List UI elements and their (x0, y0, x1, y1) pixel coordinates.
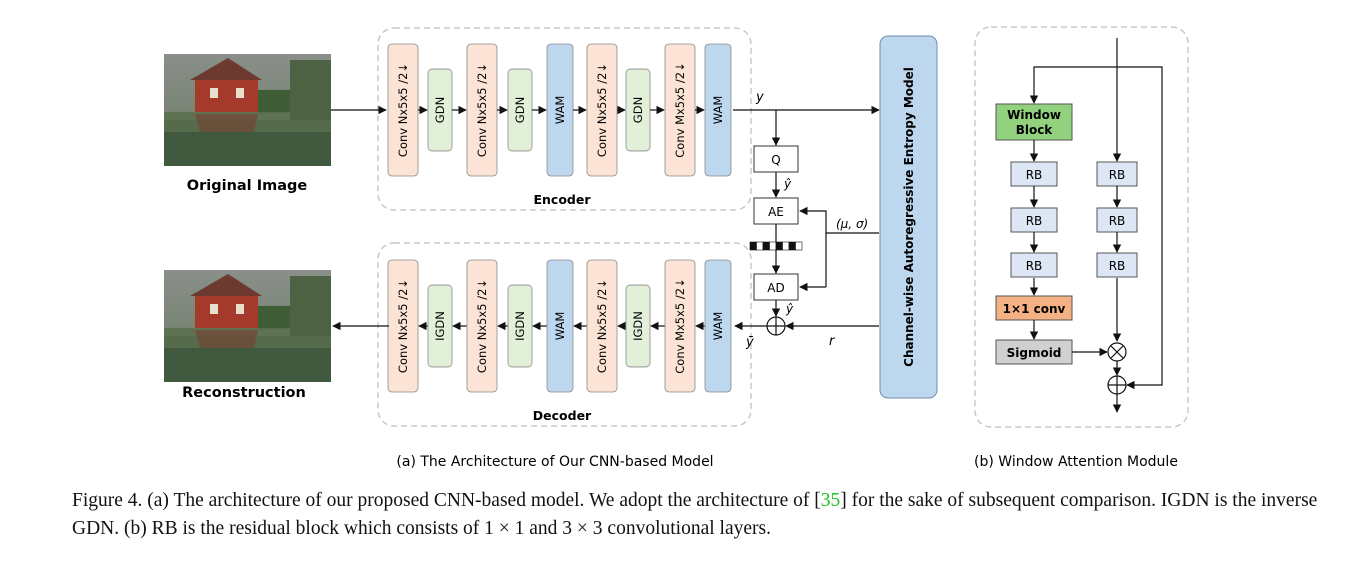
caption-reference-link[interactable]: 35 (820, 490, 841, 511)
original-image-label: Original Image (187, 178, 308, 194)
decoder-block-3 (466, 259, 498, 393)
bitstream-icon (749, 241, 803, 251)
rb-stack-right: RB RB RB (1096, 161, 1138, 278)
left-rb-block-3 (1010, 252, 1058, 278)
reconstruction-image (164, 270, 331, 382)
r-label: r (829, 334, 836, 349)
encoder-block-label-2: GDN (433, 97, 447, 123)
decoder-block-label-1: Conv Nx5x5 /2↓ (396, 279, 410, 373)
bitstream-cell (762, 241, 770, 251)
musigma-to-ae-arrow (799, 206, 827, 233)
left-rb-label-2: RB (1026, 214, 1043, 228)
ybar-label: ȳ (745, 335, 754, 350)
decoder-block-9 (704, 259, 732, 393)
bitstream-cell (795, 241, 803, 251)
decoder-block-label-9: WAM (711, 312, 725, 341)
multiply-node-icon (1107, 342, 1127, 362)
caption-part2: ] for the sake of subsequent comparison.… (72, 490, 1318, 539)
bitstream-cell (782, 241, 790, 251)
decoder-block-4 (507, 284, 533, 368)
bitstream-cell (756, 241, 764, 251)
q-label: Q (771, 153, 780, 167)
window-block-line1: Window (1007, 108, 1061, 122)
musigma-line (825, 232, 879, 287)
encoder-block-label-9: WAM (711, 96, 725, 125)
decoder-blocks: Conv Nx5x5 /2↓ IGDN Conv Nx5x5 /2↓ IGDN WAM C… (387, 259, 732, 393)
left-rb-label-1: RB (1026, 168, 1043, 182)
y-label: y (755, 90, 764, 105)
encoder-block-label-7: GDN (631, 97, 645, 123)
wam-branch-left (1029, 66, 1117, 104)
decoder-block-label-5: WAM (553, 312, 567, 341)
bitstream-cell (769, 241, 777, 251)
right-rb-block-3 (1096, 252, 1138, 278)
decoder-block-8 (664, 259, 696, 393)
right-rb-label-1: RB (1109, 168, 1126, 182)
decoder-block-2 (427, 284, 453, 368)
wam-container (974, 26, 1189, 428)
right-rb-block-1 (1096, 161, 1138, 187)
sigmoid-label: Sigmoid (1007, 346, 1062, 360)
encoder-block-label-8: Conv Mx5x5 /2↓ (673, 62, 687, 157)
entropy-model-label: Channel-wise Autoregressive Entropy Mode… (902, 67, 916, 367)
subcaption-a: (a) The Architecture of Our CNN-based Mo… (396, 454, 713, 470)
sigmoid-block (995, 339, 1073, 365)
decoder-block-label-2: IGDN (433, 311, 447, 341)
encoder-block-label-4: GDN (513, 97, 527, 123)
encoder-block-label-1: Conv Nx5x5 /2↓ (396, 63, 410, 157)
yhat-label: ŷ (783, 177, 792, 191)
encoder-container (377, 27, 752, 211)
sum-node-icon (766, 316, 786, 336)
left-rb-block-2 (1010, 207, 1058, 233)
right-rb-label-2: RB (1109, 214, 1126, 228)
encoder-label: Encoder (533, 192, 591, 207)
decoder-block-label-3: Conv Nx5x5 /2↓ (475, 279, 489, 373)
ae-label: AE (768, 205, 784, 219)
ad-block (753, 273, 799, 301)
left-rb-label-3: RB (1026, 259, 1043, 273)
decoder-block-label-7: IGDN (631, 311, 645, 341)
decoder-label: Decoder (533, 408, 592, 423)
architecture-diagram: Original Image Reconstruction Encoder De… (164, 26, 1189, 470)
musigma-label: (μ, σ) (836, 217, 868, 231)
entropy-model-block (879, 35, 938, 399)
q-block (753, 145, 799, 173)
conv1x1-label: 1×1 conv (1003, 302, 1066, 316)
decoder-block-label-6: Conv Nx5x5 /2↓ (595, 279, 609, 373)
decoder-block-label-8: Conv Mx5x5 /2↓ (673, 278, 687, 373)
encoder-block-label-6: Conv Nx5x5 /2↓ (595, 63, 609, 157)
decoder-block-5 (546, 259, 574, 393)
encoder-block-label-5: WAM (553, 96, 567, 125)
rb-stack-left: RB RB RB (1010, 161, 1058, 278)
decoder-block-label-4: IGDN (513, 311, 527, 341)
original-image (164, 54, 331, 166)
left-rb-block-1 (1010, 161, 1058, 187)
figure-caption: Figure 4. (a) The architecture of our pr… (72, 487, 1332, 543)
ad-label: AD (767, 281, 784, 295)
encoder-block-9 (704, 43, 732, 177)
bitstream-cell (749, 241, 757, 251)
decoder-block-7 (625, 284, 651, 368)
right-rb-label-3: RB (1109, 259, 1126, 273)
wam-skip-line (1117, 66, 1163, 390)
window-block-line2: Block (1016, 123, 1054, 137)
yhat2-label: ŷ (785, 302, 794, 316)
conv1x1-block (995, 295, 1073, 321)
encoder-blocks: Conv Nx5x5 /2↓ GDN Conv Nx5x5 /2↓ GDN WAM Con… (387, 43, 732, 177)
bitstream-cell (775, 241, 783, 251)
decoder-block-6 (586, 259, 618, 393)
caption-part1: Figure 4. (a) The architecture of our pr… (72, 490, 821, 511)
subcaption-b: (b) Window Attention Module (974, 454, 1178, 470)
reconstruction-label: Reconstruction (182, 385, 306, 401)
encoder-block-label-3: Conv Nx5x5 /2↓ (475, 63, 489, 157)
decoder-container (377, 242, 752, 427)
add-node-icon (1107, 375, 1127, 395)
bitstream-cell (788, 241, 796, 251)
